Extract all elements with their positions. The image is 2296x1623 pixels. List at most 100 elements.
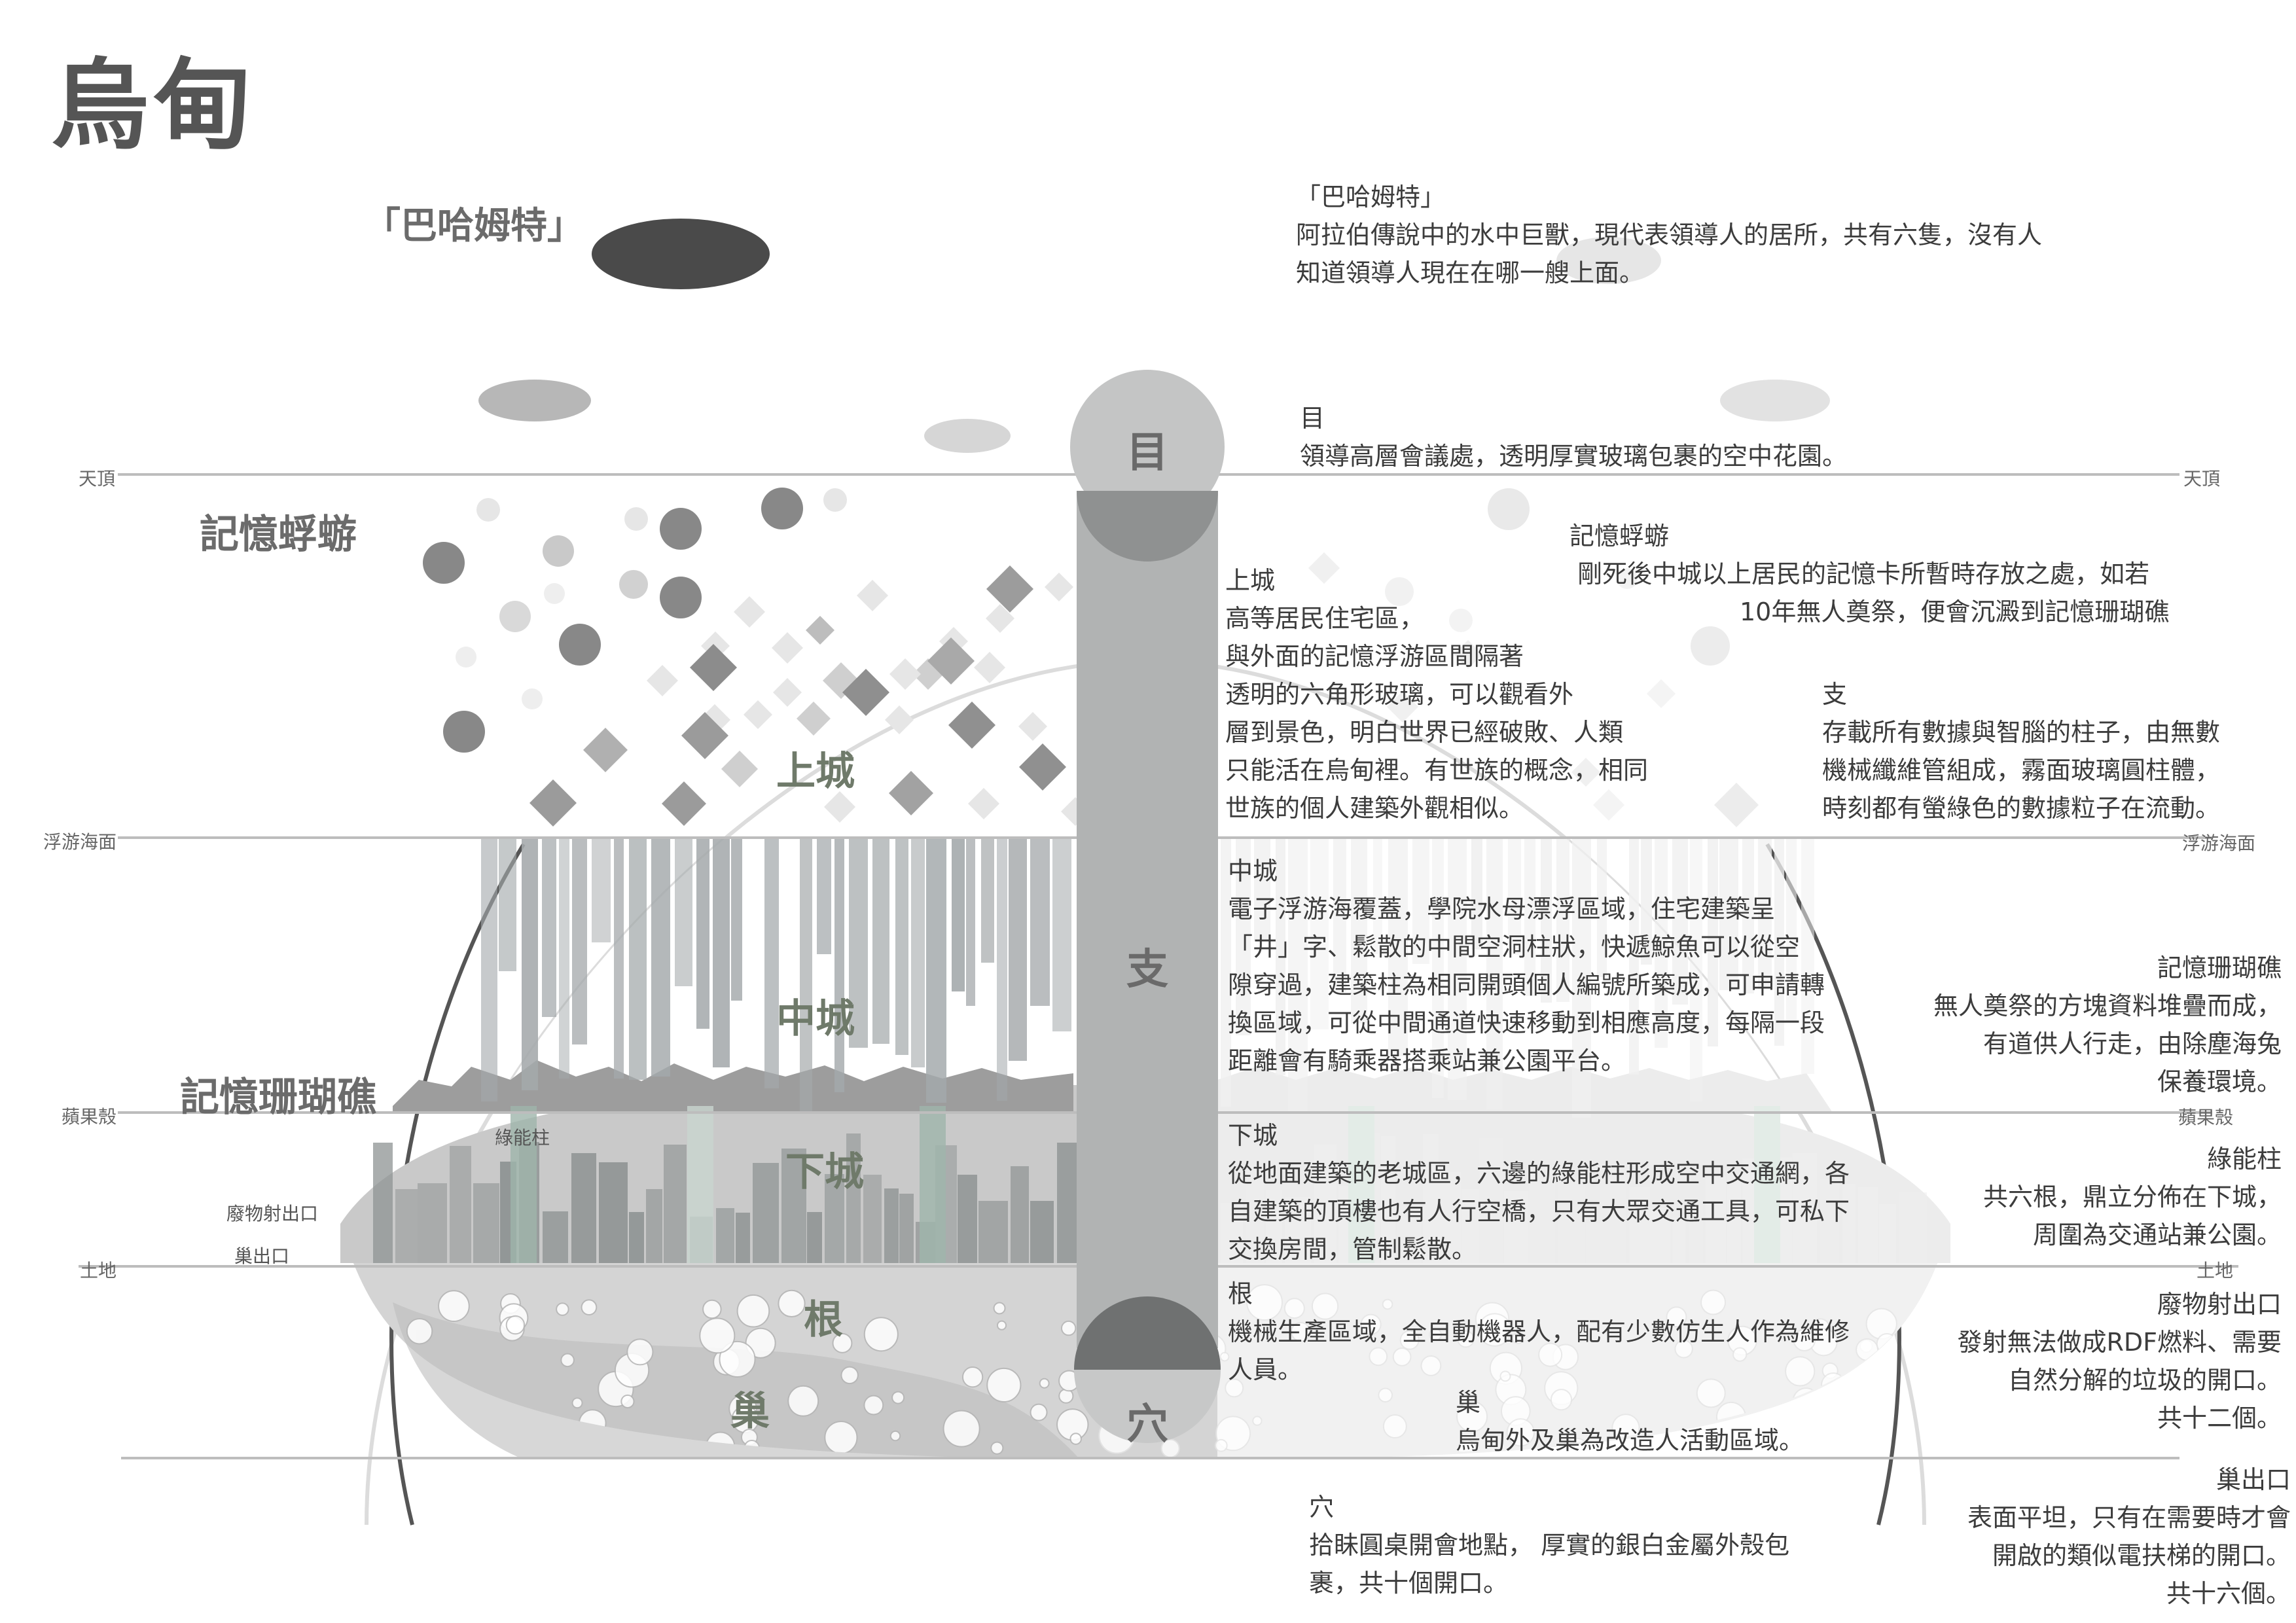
diamond bbox=[734, 596, 765, 628]
desc-support: 支存載所有數據與智腦的柱子，由無數機械纖維管組成，霧面玻璃圓柱體，時刻都有螢綠色… bbox=[1822, 675, 2220, 827]
nest-cell bbox=[1382, 1414, 1407, 1439]
nest-cell bbox=[840, 1366, 859, 1385]
building bbox=[1030, 1201, 1054, 1263]
nest-cell bbox=[1060, 1320, 1077, 1336]
city-column bbox=[1655, 838, 1668, 1048]
desc-line: 機械生產區域，全自動機器人，配有少數仿生人作為維修 bbox=[1228, 1317, 1850, 1346]
desc-line: 無人奠祭的方塊資料堆疊而成， bbox=[1933, 991, 2282, 1020]
diamond bbox=[529, 779, 577, 827]
city-column bbox=[1758, 838, 1772, 989]
city-column bbox=[952, 838, 965, 991]
desc-line: 開啟的類似電扶梯的開口。 bbox=[1992, 1541, 2291, 1570]
nest-cell bbox=[942, 1410, 980, 1448]
nest-cell bbox=[993, 1302, 1006, 1315]
behemoth-ship-2 bbox=[478, 380, 591, 421]
nest-cell bbox=[736, 1294, 770, 1328]
pillar-label-cave: 穴 bbox=[1126, 1400, 1168, 1449]
city-column bbox=[1508, 838, 1521, 955]
nest-cell bbox=[1506, 1418, 1535, 1447]
nest-cell bbox=[1392, 1347, 1412, 1366]
level-apple-shell-right: 蘋果殼 bbox=[2178, 1107, 2234, 1128]
diamond bbox=[797, 702, 831, 736]
diamond bbox=[885, 705, 914, 734]
city-column bbox=[1597, 838, 1607, 977]
desc-lower-city: 下城從地面建築的老城區，六邊的綠能柱形成空中交通網，各自建築的頂樓也有人行空橋，… bbox=[1228, 1116, 1850, 1268]
desc-line: 記憶蜉蝣 bbox=[1570, 522, 1670, 550]
city-column bbox=[1288, 838, 1308, 1114]
city-column bbox=[911, 838, 925, 1067]
city-column bbox=[1448, 838, 1467, 1100]
building bbox=[899, 1194, 914, 1263]
city-column bbox=[1276, 838, 1285, 1075]
nest-cell bbox=[1869, 1393, 1889, 1413]
memory-tadpole bbox=[476, 498, 500, 522]
building bbox=[1529, 1165, 1555, 1263]
city-column bbox=[1524, 838, 1535, 996]
behemoth-ship-3 bbox=[924, 419, 1011, 453]
nest-cell bbox=[581, 1299, 598, 1316]
desc-line: 隙穿過，建築柱為相同開頭個人編號所築成，可申請轉 bbox=[1228, 971, 1825, 999]
city-column bbox=[651, 838, 670, 1077]
city-column bbox=[800, 838, 812, 1113]
nest-cell bbox=[1039, 1378, 1050, 1389]
nest-cell bbox=[1478, 1313, 1512, 1347]
behemoth-label: 「巴哈姆特」 bbox=[364, 205, 584, 247]
desc-waste-outlet: 廢物射出口發射無法做成RDF燃料、需要自然分解的垃圾的開口。共十二個。 bbox=[1957, 1285, 2282, 1437]
building bbox=[418, 1183, 447, 1263]
city-column bbox=[1672, 838, 1688, 1005]
city-column bbox=[1629, 838, 1639, 1075]
building bbox=[1314, 1145, 1336, 1263]
desc-line: 層到景色，明白世界已經破敗、人類 bbox=[1225, 718, 1624, 747]
zone-upper-city: 上城 bbox=[776, 749, 855, 794]
memory-tadpole bbox=[499, 601, 531, 632]
nest-cell bbox=[505, 1315, 526, 1335]
city-column bbox=[696, 838, 709, 1029]
zone-lower-city: 下城 bbox=[785, 1149, 864, 1195]
nest-cell bbox=[1219, 1351, 1230, 1362]
nest-cell bbox=[787, 1385, 819, 1417]
building bbox=[1706, 1177, 1726, 1263]
city-column bbox=[592, 838, 611, 942]
nest-cell bbox=[1867, 1372, 1880, 1384]
nest-cell bbox=[1550, 1389, 1573, 1411]
desc-line: 共十二個。 bbox=[2157, 1404, 2282, 1433]
building bbox=[1011, 1166, 1029, 1263]
memory-tadpole bbox=[559, 624, 601, 666]
building bbox=[1650, 1208, 1670, 1263]
city-column bbox=[981, 838, 994, 963]
nest-cell bbox=[1360, 1313, 1382, 1335]
building bbox=[571, 1153, 596, 1263]
nest-cell bbox=[863, 1395, 884, 1416]
page-title: 烏甸 bbox=[51, 49, 256, 163]
desc-line: 高等居民住宅區， bbox=[1225, 604, 1425, 633]
diamond bbox=[662, 781, 706, 826]
level-land-left: 土地 bbox=[80, 1260, 117, 1281]
desc-line: 人員。 bbox=[1228, 1355, 1303, 1384]
building bbox=[1600, 1164, 1626, 1263]
nest-cell bbox=[406, 1318, 433, 1345]
building bbox=[664, 1145, 687, 1263]
building bbox=[473, 1183, 499, 1263]
diamond bbox=[986, 604, 1014, 633]
nest-cell bbox=[1666, 1306, 1687, 1328]
desc-line: 共六根，鼎立分佈在下城， bbox=[1982, 1183, 2282, 1211]
desc-upper-city: 上城高等居民住宅區，與外面的記憶浮游區間隔著透明的六角形玻璃，可以觀看外層到景色… bbox=[1225, 562, 1648, 827]
building bbox=[450, 1146, 471, 1263]
upper-city-diamonds bbox=[529, 552, 1759, 827]
city-column bbox=[849, 838, 868, 1048]
zone-nest: 巢 bbox=[730, 1389, 770, 1435]
level-zenith-right: 天頂 bbox=[2183, 468, 2221, 490]
nest-cell bbox=[891, 1391, 905, 1404]
green-pillar-label: 綠能柱 bbox=[495, 1127, 550, 1149]
diamond bbox=[1593, 789, 1624, 821]
memory-tadpole bbox=[624, 507, 648, 531]
desc-line: 透明的六角形玻璃，可以觀看外 bbox=[1225, 680, 1574, 709]
building bbox=[1858, 1187, 1878, 1263]
city-column bbox=[572, 838, 587, 1044]
level-apple-shell-left: 蘋果殼 bbox=[62, 1106, 117, 1128]
desc-line: 「井」字、鬆散的中間空洞柱狀，快遞鯨魚可以從空 bbox=[1228, 933, 1801, 961]
green-pillar-3 bbox=[920, 1106, 946, 1263]
building bbox=[1899, 1192, 1927, 1263]
desc-line: 巢出口 bbox=[2215, 1465, 2291, 1494]
nest-cell bbox=[556, 1302, 569, 1316]
